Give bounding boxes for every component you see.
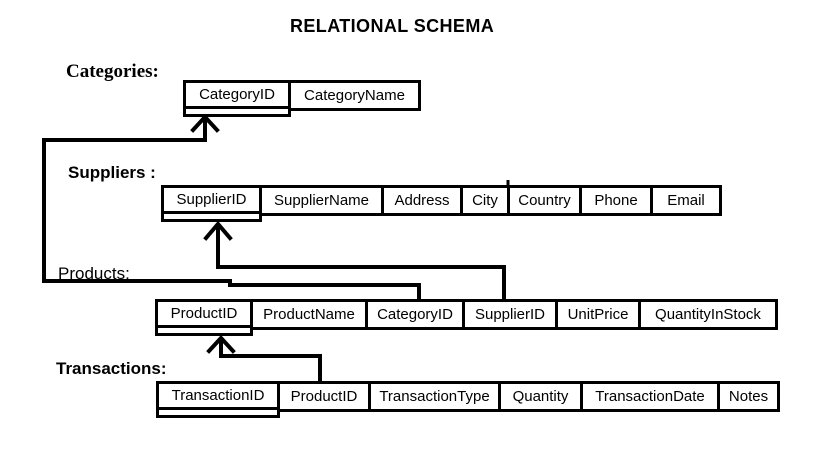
column-name: CategoryName [304,87,405,104]
fk-line-products-supplierid-to-suppliers [216,224,506,304]
categories-col-categoryid: CategoryID [183,80,291,117]
column-name: ProductID [170,305,238,322]
column-name: SupplierID [176,191,247,208]
column-name: SupplierID [474,306,546,323]
column-name: CategoryID [377,306,453,323]
suppliers-col-phone: Phone [579,185,653,216]
arrowhead-suppliers-supplierid-icon [203,220,233,241]
column-name: Quantity [512,388,569,405]
transactions-col-transactiontype: TransactionType [368,381,501,412]
transactions-table: TransactionID ProductID TransactionType … [156,381,780,418]
column-name: ProductName [263,306,355,323]
transactions-col-transactionid: TransactionID [156,381,280,418]
arrowhead-products-productid-icon [206,335,236,354]
products-col-productid: ProductID [155,299,253,336]
fk-line-transactions-productid-to-products [219,338,322,386]
fk-line-products-categoryid-to-categories [42,117,421,304]
column-name: TransactionID [171,387,265,404]
column-name: City [472,192,498,209]
column-name: Email [667,192,705,209]
column-name: TransactionType [379,388,490,405]
transactions-col-transactiondate: TransactionDate [580,381,720,412]
column-name: ProductID [290,388,358,405]
suppliers-table-label: Suppliers : [68,163,156,182]
products-table: ProductID ProductName CategoryID Supplie… [155,299,778,336]
products-col-productname: ProductName [250,299,368,330]
products-table-label: Products: [58,264,130,283]
diagram-title: RELATIONAL SCHEMA [290,16,495,36]
column-name: UnitPrice [567,306,629,323]
column-name: Notes [728,388,769,405]
column-name: Address [394,192,450,209]
column-name: SupplierName [273,192,370,209]
transactions-col-productid: ProductID [277,381,371,412]
suppliers-col-city: City [460,185,510,216]
column-name: Country [518,192,571,209]
column-name: Phone [594,192,638,209]
column-name: TransactionDate [595,388,705,405]
transactions-table-label: Transactions: [56,359,167,378]
transactions-col-notes: Notes [717,381,780,412]
column-name: CategoryID [199,86,275,103]
suppliers-table: SupplierID SupplierName Address City Cou… [161,185,722,222]
products-col-categoryid: CategoryID [365,299,465,330]
suppliers-col-address: Address [381,185,463,216]
transactions-col-quantity: Quantity [498,381,583,412]
products-col-unitprice: UnitPrice [555,299,641,330]
suppliers-col-email: Email [650,185,722,216]
suppliers-col-suppliername: SupplierName [259,185,384,216]
categories-table-label: Categories: [66,61,159,82]
products-col-quantityinstock: QuantityInStock [638,299,778,330]
categories-table: CategoryID CategoryName [183,80,421,117]
suppliers-col-supplierid: SupplierID [161,185,262,222]
products-col-supplierid: SupplierID [462,299,558,330]
categories-col-categoryname: CategoryName [288,80,421,111]
column-name: QuantityInStock [655,306,761,323]
suppliers-col-country: Country [507,185,582,216]
arrowhead-categories-categoryid-icon [190,114,220,133]
